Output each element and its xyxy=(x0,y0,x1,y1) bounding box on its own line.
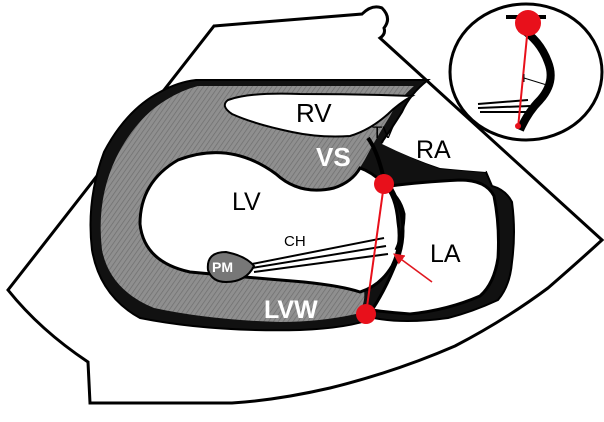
annulus-marker-lower xyxy=(356,304,376,324)
mitral-valve-anterior-leaflet xyxy=(383,184,406,251)
inset-distance-caliper xyxy=(523,74,551,90)
inset-leaflet-curve xyxy=(516,24,555,132)
label-ch: CH xyxy=(284,233,306,250)
label-lvw: LVW xyxy=(264,296,318,324)
right-atrium-cavity xyxy=(382,110,486,172)
annulus-marker-upper xyxy=(374,174,394,194)
papillary-muscle xyxy=(206,250,256,284)
inset-measurement-line xyxy=(517,25,529,129)
inset-marker-lower xyxy=(515,123,521,129)
label-lv: LV xyxy=(232,188,261,216)
label-vs: VS xyxy=(316,142,351,172)
label-la: LA xyxy=(430,240,461,268)
label-tv: TV xyxy=(372,123,394,142)
annulus-measurement-line xyxy=(365,183,385,315)
leaflet-pointer-arrow xyxy=(393,253,433,283)
label-rv: RV xyxy=(296,98,332,128)
chordae-tendineae xyxy=(251,237,389,273)
label-pm: PM xyxy=(212,259,233,275)
inset-marker-upper xyxy=(515,10,541,36)
inset-magnified-view xyxy=(448,2,604,142)
label-ra: RA xyxy=(416,136,451,164)
inset-frame xyxy=(448,2,604,142)
inset-chordae xyxy=(477,99,532,113)
right-ventricle-cavity xyxy=(223,92,416,138)
